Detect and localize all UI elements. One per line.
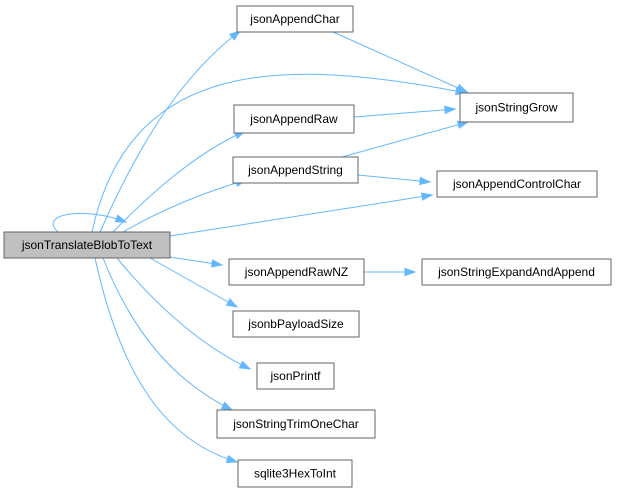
edge-appendChar-to-stringGrow [332, 31, 469, 93]
edge-line [99, 30, 241, 233]
node-box [436, 170, 598, 198]
edge-line [52, 212, 127, 233]
edge-line [112, 130, 246, 233]
edge-root-to-appendRawNZ [169, 256, 224, 268]
nodes-layer: jsonTranslateBlobToText jsonAppendChar jso… [3, 5, 612, 488]
node-label: jsonTranslateBlobToText [21, 238, 153, 252]
edge-appendRaw-to-stringGrow [353, 105, 457, 118]
arrowhead-icon [210, 259, 224, 268]
node-appendRaw[interactable]: jsonAppendRaw [233, 104, 355, 134]
node-appendString[interactable]: jsonAppendString [232, 156, 359, 184]
node-box [232, 156, 359, 184]
edge-line [332, 31, 468, 93]
edge-root-to-appendChar [99, 30, 242, 233]
edge-line [149, 257, 238, 308]
arrowhead-icon [225, 298, 239, 308]
edge-line [91, 73, 467, 233]
node-root[interactable]: jsonTranslateBlobToText [3, 231, 171, 259]
node-label: jsonAppendChar [249, 12, 339, 26]
edge-line [341, 121, 469, 158]
arrowhead-icon [444, 105, 457, 115]
node-label: jsonAppendString [247, 163, 343, 177]
edge-line [353, 108, 456, 118]
node-box [237, 459, 353, 488]
edge-root-to-appendString [122, 178, 248, 233]
node-box [236, 5, 354, 33]
edge-appendRawNZ-to-expandAndAppend [364, 267, 417, 277]
node-stringGrow[interactable]: jsonStringGrow [459, 92, 574, 123]
node-label: jsonAppendRaw [249, 112, 338, 126]
edge-line [357, 174, 431, 183]
arrowhead-icon [455, 83, 469, 93]
edge-line [122, 179, 247, 233]
node-box [233, 104, 355, 134]
node-label: jsonAppendRawNZ [244, 265, 348, 279]
arrowhead-icon [225, 454, 239, 463]
edge-line [94, 257, 238, 463]
edge-line [169, 194, 433, 237]
node-expandAndAppend[interactable]: jsonStringExpandAndAppend [421, 258, 612, 286]
node-label: sqlite3HexToInt [254, 467, 337, 481]
edge-root-to-payloadSize [149, 257, 239, 308]
edge-root-to-appendControlChar [169, 192, 434, 237]
node-hexToInt[interactable]: sqlite3HexToInt [237, 459, 353, 488]
node-label: jsonStringExpandAndAppend [437, 265, 595, 279]
edge-line [102, 257, 233, 411]
node-box [256, 362, 335, 390]
edge-root-to-stringGrow [91, 73, 468, 233]
node-box [421, 258, 612, 286]
node-label: jsonPrintf [269, 369, 321, 383]
edge-appendString-to-appendControlChar [357, 174, 432, 186]
edge-root-to-printf [116, 257, 252, 370]
arrowhead-icon [238, 360, 252, 370]
node-appendControlChar[interactable]: jsonAppendControlChar [436, 170, 598, 198]
arrowhead-icon [229, 30, 242, 41]
edge-root-to-root [52, 212, 128, 233]
node-appendRawNZ[interactable]: jsonAppendRawNZ [228, 258, 365, 286]
node-label: jsonStringGrow [474, 101, 557, 115]
node-label: jsonStringTrimOneChar [232, 417, 359, 431]
node-printf[interactable]: jsonPrintf [256, 362, 335, 390]
arrowhead-icon [420, 192, 434, 201]
arrowhead-icon [220, 401, 234, 411]
node-box [232, 310, 360, 338]
edge-line [116, 257, 251, 370]
edge-appendString-to-stringGrow [341, 120, 470, 158]
node-box [459, 92, 574, 123]
node-appendChar[interactable]: jsonAppendChar [236, 5, 354, 33]
edge-root-to-hexToInt [94, 257, 239, 463]
node-label: jsonbPayloadSize [247, 317, 344, 331]
arrowhead-icon [404, 267, 417, 277]
node-trimOneChar[interactable]: jsonStringTrimOneChar [216, 409, 376, 439]
arrowhead-icon [114, 214, 128, 223]
arrowhead-icon [419, 176, 432, 186]
node-label: jsonAppendControlChar [452, 177, 581, 191]
node-box [216, 409, 376, 439]
edge-root-to-appendRaw [112, 130, 247, 233]
edge-root-to-trimOneChar [102, 257, 234, 411]
node-payloadSize[interactable]: jsonbPayloadSize [232, 310, 360, 338]
node-box [228, 258, 365, 286]
node-box [3, 231, 171, 259]
